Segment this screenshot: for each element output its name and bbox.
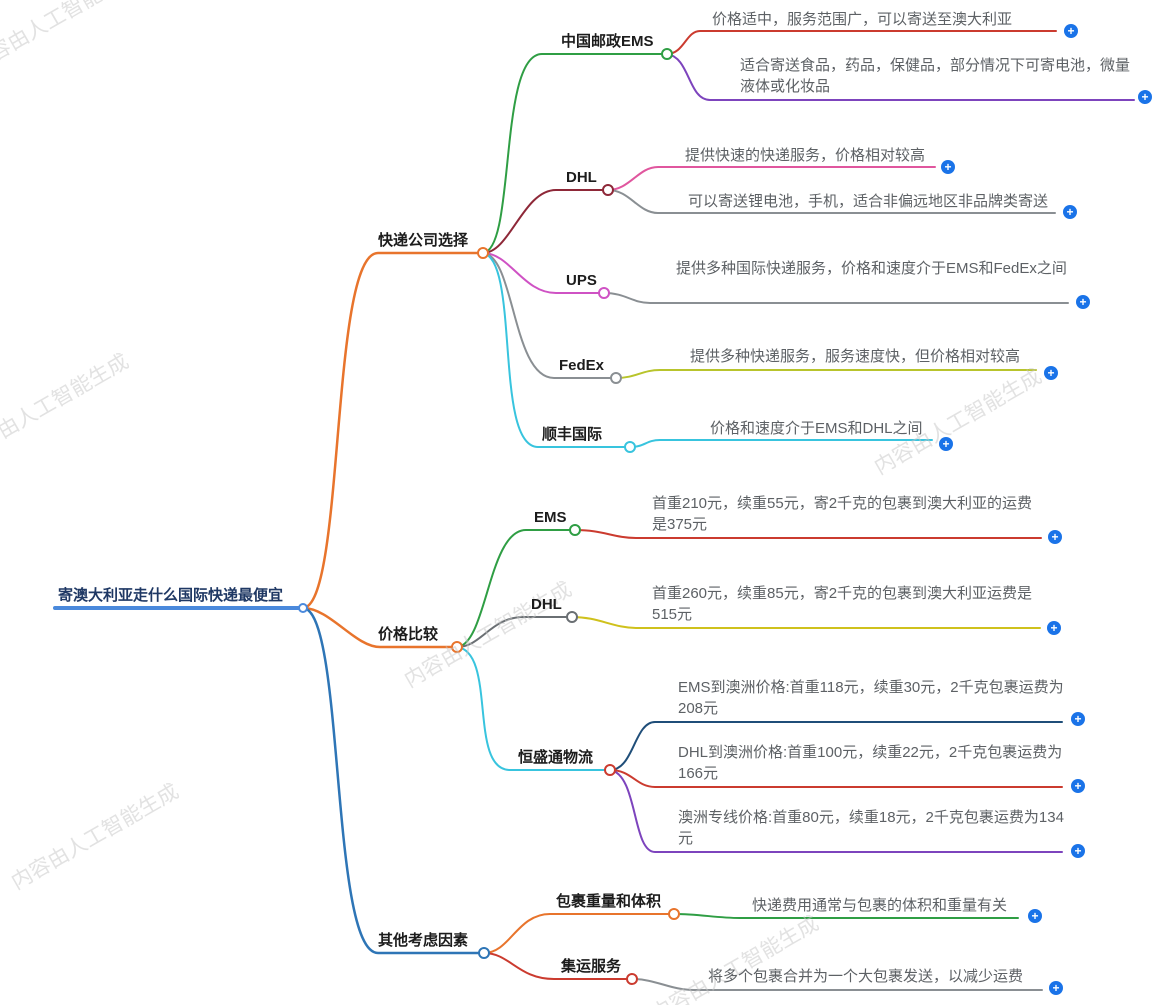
node-ups[interactable]: UPS — [566, 272, 597, 289]
leaf-hengshengtong-note-3[interactable]: 澳洲专线价格:首重80元，续重18元，2千克包裹运费为134元 — [678, 809, 1064, 847]
node-dhl-price[interactable]: DHL — [531, 596, 562, 613]
leaf-hengshengtong-note-2[interactable]: DHL到澳洲价格:首重100元，续重22元，2千克包裹运费为166元 — [678, 744, 1063, 782]
leaf-dhl-note-2[interactable]: 可以寄送锂电池，手机，适合非偏远地区非品牌类寄送 — [688, 193, 1049, 210]
expand-button[interactable]: + — [1048, 530, 1062, 544]
node-hengshengtong-logistics[interactable]: 恒盛通物流 — [518, 749, 594, 766]
node-ems-price[interactable]: EMS — [534, 509, 567, 526]
expand-button[interactable]: + — [941, 160, 955, 174]
expand-button[interactable]: + — [1076, 295, 1090, 309]
branch-price-comparison[interactable]: 价格比较 — [378, 626, 439, 643]
leaf-ems-price-note-1[interactable]: 首重210元，续重55元，寄2千克的包裹到澳大利亚的运费是375元 — [652, 495, 1033, 533]
expand-button[interactable]: + — [939, 437, 953, 451]
node-china-post-ems[interactable]: 中国邮政EMS — [561, 33, 654, 50]
leaf-ups-note-1[interactable]: 提供多种国际快递服务，价格和速度介于EMS和FedEx之间 — [676, 260, 1067, 277]
expand-button[interactable]: + — [1047, 621, 1061, 635]
leaf-consolidation-service-note-1[interactable]: 将多个包裹合并为一个大包裹发送，以减少运费 — [708, 968, 1024, 985]
expand-button[interactable]: + — [1063, 205, 1077, 219]
expand-button[interactable]: + — [1028, 909, 1042, 923]
node-fedex[interactable]: FedEx — [559, 357, 605, 374]
leaf-dhl-price-note-1[interactable]: 首重260元，续重85元，寄2千克的包裹到澳大利亚运费是515元 — [652, 585, 1033, 623]
root-node[interactable]: 寄澳大利亚走什么国际快递最便宜 — [58, 587, 284, 604]
leaf-dhl-note-1[interactable]: 提供快速的快递服务，价格相对较高 — [685, 147, 926, 164]
branch-other-factors[interactable]: 其他考虑因素 — [378, 932, 469, 949]
expand-button[interactable]: + — [1071, 844, 1085, 858]
expand-button[interactable]: + — [1044, 366, 1058, 380]
node-dhl[interactable]: DHL — [566, 169, 597, 186]
expand-button[interactable]: + — [1049, 981, 1063, 995]
node-consolidation-service[interactable]: 集运服务 — [561, 958, 622, 975]
expand-button[interactable]: + — [1071, 779, 1085, 793]
expand-button[interactable]: + — [1064, 24, 1078, 38]
leaf-sf-international-note-1[interactable]: 价格和速度介于EMS和DHL之间 — [710, 420, 923, 437]
node-sf-international[interactable]: 顺丰国际 — [542, 426, 603, 443]
node-package-weight-volume[interactable]: 包裹重量和体积 — [556, 893, 662, 910]
leaf-package-weight-volume-note-1[interactable]: 快递费用通常与包裹的体积和重量有关 — [752, 897, 1008, 914]
leaf-china-post-ems-note-1[interactable]: 价格适中，服务范围广，可以寄送至澳大利亚 — [712, 11, 1013, 28]
branch-courier-selection[interactable]: 快递公司选择 — [378, 232, 469, 249]
expand-button[interactable]: + — [1071, 712, 1085, 726]
leaf-fedex-note-1[interactable]: 提供多种快递服务，服务速度快，但价格相对较高 — [690, 348, 1021, 365]
leaf-china-post-ems-note-2[interactable]: 适合寄送食品，药品，保健品，部分情况下可寄电池，微量液体或化妆品 — [740, 57, 1131, 95]
expand-button[interactable]: + — [1138, 90, 1152, 104]
leaf-hengshengtong-note-1[interactable]: EMS到澳洲价格:首重118元，续重30元，2千克包裹运费为208元 — [678, 679, 1064, 717]
